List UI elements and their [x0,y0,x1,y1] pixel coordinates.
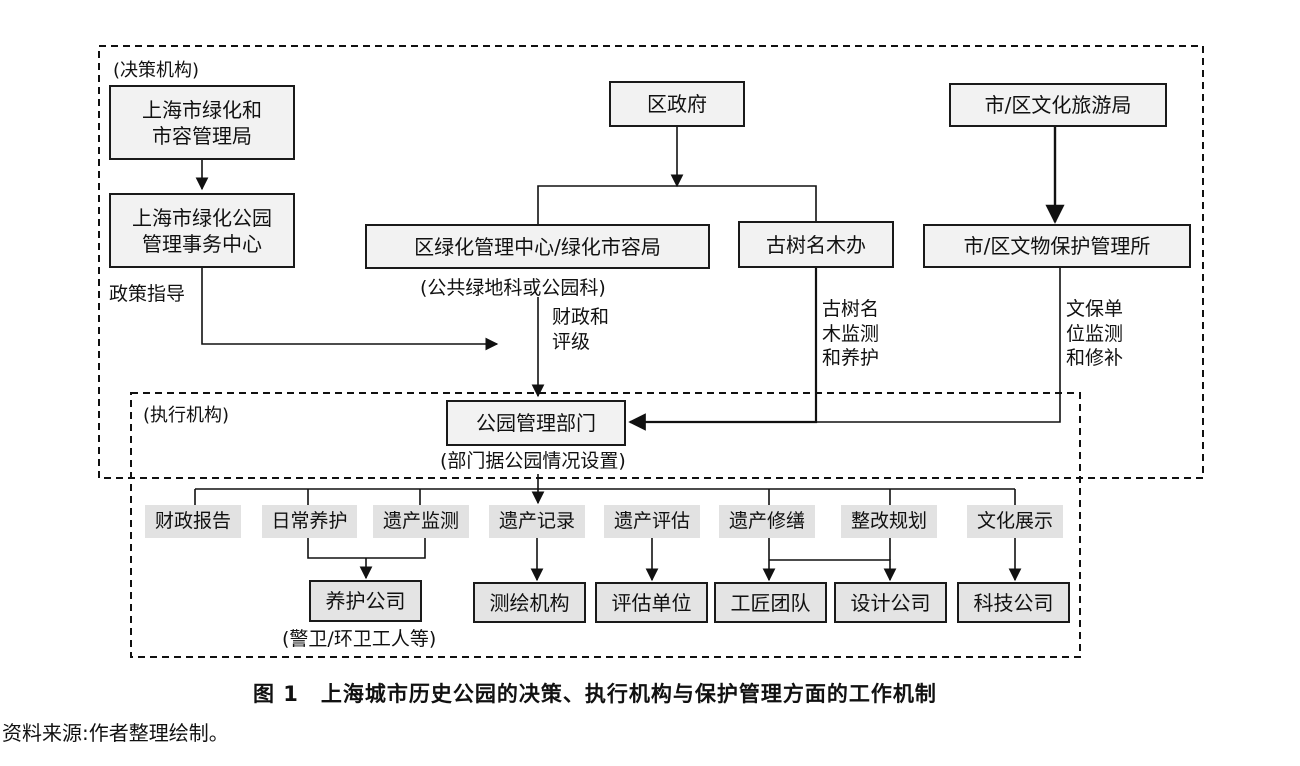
link-care-monitor [307,538,426,559]
district-greening-box: 区绿化管理中心/绿化市容局 [365,224,710,269]
execution-region-label: (执行机构) [143,405,230,426]
craftsmen-team-box: 工匠团队 [714,582,827,623]
survey-agency-box: 测绘机构 [473,582,586,623]
park-affairs-center-box: 上海市绿化公园 管理事务中心 [109,193,295,268]
policy-guidance-label: 政策指导 [109,283,186,305]
ancient-tree-office-box: 古树名木办 [738,221,894,268]
task-heritage-monitoring: 遗产监测 [373,505,469,538]
task-heritage-recording: 遗产记录 [489,505,585,538]
culture-tourism-bureau-box: 市/区文化旅游局 [949,83,1167,127]
task-heritage-repair: 遗产修缮 [719,505,815,538]
tree-monitor-label: 古树名 木监测 和养护 [822,298,880,370]
evaluation-unit-box: 评估单位 [595,582,708,623]
task-cultural-display: 文化展示 [967,505,1063,538]
decision-region-label: (决策机构) [113,60,200,81]
maintenance-company-note: (警卫/环卫工人等) [282,628,437,650]
branch-gov-split [537,185,817,224]
design-company-box: 设计公司 [834,582,947,623]
arrow-tree-monitor [628,268,818,431]
task-financial-report: 财政报告 [145,505,241,538]
link-repair-plan [769,559,897,582]
park-dept-note: (部门据公园情况设置) [440,450,626,472]
arrow-policy-guidance [201,268,499,351]
execution-region-border [130,392,1081,658]
finance-rating-label: 财政和 评级 [552,306,610,353]
relic-monitor-label: 文保单 位监测 和修补 [1066,298,1124,370]
decision-region-border [98,45,1204,479]
figure-caption: 图 1 上海城市历史公园的决策、执行机构与保护管理方面的工作机制 [253,682,937,706]
task-heritage-assessment: 遗产评估 [604,505,700,538]
task-rectification-plan: 整改规划 [841,505,937,538]
greening-bureau-box: 上海市绿化和 市容管理局 [109,85,295,160]
source-note: 资料来源:作者整理绘制。 [2,721,229,745]
maintenance-company-box: 养护公司 [309,580,422,622]
tech-company-box: 科技公司 [957,582,1070,623]
arrow-relic-monitor [816,268,1061,423]
task-daily-maintenance: 日常养护 [262,505,357,538]
district-greening-note: (公共绿地科或公园科) [420,277,606,299]
relics-office-box: 市/区文物保护管理所 [923,224,1191,268]
district-government-box: 区政府 [609,81,745,127]
park-management-dept-box: 公园管理部门 [446,400,626,446]
